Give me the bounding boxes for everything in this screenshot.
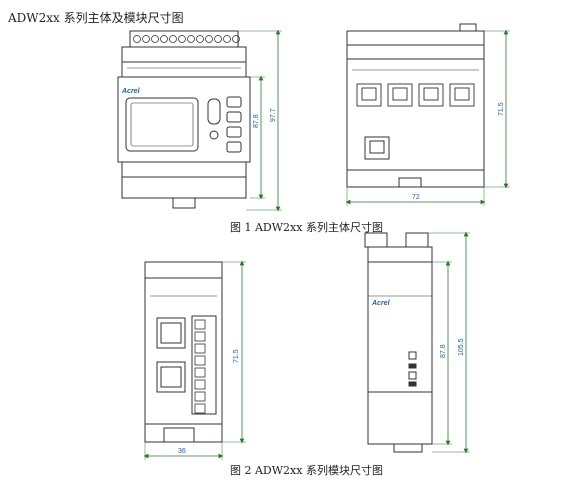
module-side-view: [364, 232, 433, 453]
side-dim-inner: 87.8: [440, 344, 447, 358]
main-unit-back-view: [346, 23, 485, 188]
module-side-dimension-lines: [428, 231, 470, 454]
main-unit-front-view: [117, 30, 251, 209]
figure-1-caption: 图 1 ADW2xx 系列主体尺寸图: [230, 221, 383, 234]
figure-2-caption: 图 2 ADW2xx 系列模块尺寸图: [230, 464, 383, 477]
module-front-dimension-lines: [143, 260, 246, 460]
section-title: ADW2xx 系列主体及模块尺寸图: [8, 11, 184, 25]
front-dim-inner: 87.8: [253, 114, 260, 128]
module-front-dim-height: 71.5: [233, 349, 240, 363]
front-brand-label: Acrel: [121, 88, 141, 95]
front-dim-outer: 97.7: [270, 108, 277, 122]
side-brand-label: Acrel: [371, 300, 391, 307]
back-dim-width: 72: [412, 194, 420, 201]
back-dim-height: 71.5: [498, 102, 505, 116]
module-front-dim-width: 36: [178, 448, 186, 455]
module-front-view: [144, 261, 223, 443]
back-dimension-lines: [345, 29, 510, 206]
side-dim-outer: 105.5: [458, 338, 465, 356]
ethernet-ports: [356, 83, 475, 107]
top-terminals: [133, 35, 240, 43]
front-dimension-lines: [238, 29, 282, 212]
